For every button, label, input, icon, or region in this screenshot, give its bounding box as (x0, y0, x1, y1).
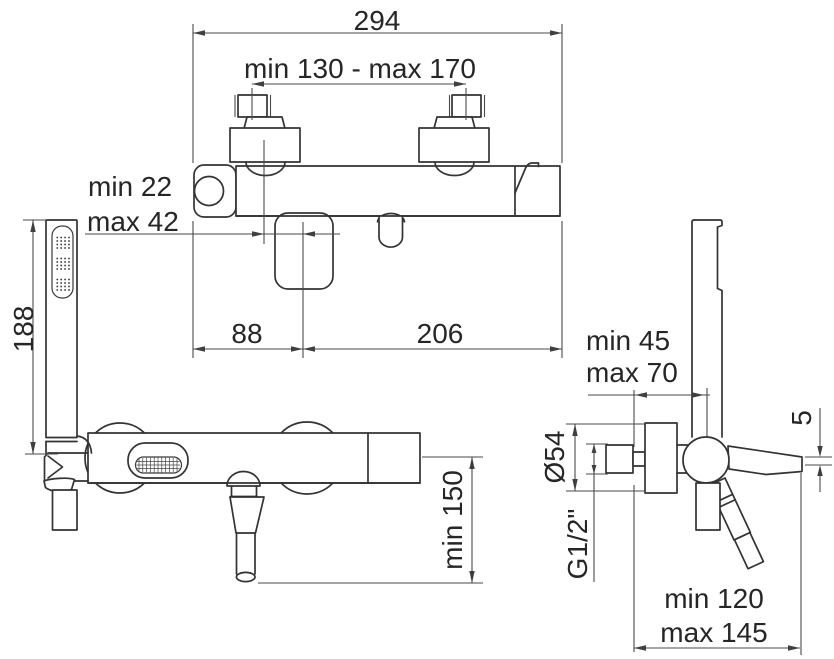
diverter-knob-front (378, 216, 404, 248)
dim-label-handshower-length: 188 (8, 306, 39, 353)
spray-face (51, 225, 74, 299)
eccentric-union-left (229, 94, 301, 163)
wall-inlet-fitting (605, 444, 634, 474)
union-collar-left (243, 116, 286, 130)
union-nut-left (229, 127, 301, 163)
escutcheon-flange (644, 422, 678, 494)
dim-lever-offset: 5 (786, 408, 832, 492)
dim-label-lever-offset: 5 (786, 410, 817, 426)
shower-outlet-nozzle (226, 470, 265, 583)
dim-label-spout-to-right: 206 (417, 318, 464, 349)
dim-label-overall-width: 294 (354, 5, 401, 36)
fitting-connector (632, 451, 646, 467)
side-view: min 45 max 70 Ø54 (539, 219, 832, 655)
shower-handle (51, 489, 78, 531)
dim-overall-width: 294 (192, 5, 563, 163)
holder-fillet (76, 435, 93, 454)
dim-label-flange-diameter: Ø54 (539, 431, 570, 484)
hand-shower-side (691, 219, 723, 438)
nozzle-outlet-rim (235, 571, 256, 583)
aerator-mesh-frame (134, 456, 183, 474)
dim-handshower-length: 188 (8, 219, 58, 455)
dim-wall-to-axis: min 45 max 70 (586, 325, 710, 398)
spout-front (274, 212, 334, 290)
dim-label-offset-max: max 42 (87, 206, 179, 237)
dim-clearance-below: min 150 (258, 456, 483, 584)
dim-inlet-centers: min 130 - max 170 (244, 53, 476, 120)
aerator-mesh (136, 457, 180, 473)
bottom-view: 188 min 150 (8, 219, 483, 584)
dim-label-inlet-centers: min 130 - max 170 (244, 53, 476, 84)
shower-stick (45, 219, 78, 439)
lever-handle-side (727, 445, 803, 476)
nozzle-cone (229, 496, 265, 534)
union-dome-right (434, 161, 475, 177)
lever-handle-front (514, 162, 540, 216)
dim-spout-position: 88 206 (192, 221, 563, 358)
dim-label-left-to-spout: 88 (231, 318, 262, 349)
shower-holder-bracket (43, 452, 89, 482)
dim-label-wall-to-axis-max: max 70 (586, 357, 678, 388)
eccentric-union-right (418, 94, 490, 163)
union-dome-left (245, 161, 286, 177)
dim-label-clearance-below: min 150 (437, 470, 468, 570)
dim-spout-offset: min 22 max 42 (85, 140, 340, 358)
dim-depth: min 120 max 145 (634, 473, 802, 655)
aerator-slot (127, 442, 189, 479)
front-view: 294 min 130 - max 170 min 22 max 42 (85, 5, 563, 358)
holder-notch (47, 455, 64, 479)
dim-label-depth-max: max 145 (660, 617, 767, 648)
dim-inlet-thread: G1/2" (562, 443, 608, 582)
union-collar-right (433, 116, 476, 130)
ball-joint (682, 436, 730, 484)
hand-shower (43, 219, 93, 531)
mixer-body-bar (235, 165, 561, 217)
dim-label-offset-min: min 22 (88, 171, 172, 202)
union-nut-right (418, 127, 490, 163)
dim-label-inlet-thread: G1/2" (562, 509, 593, 580)
spout-side (695, 482, 721, 531)
shower-holder-ring (193, 175, 225, 207)
dim-label-wall-to-axis-min: min 45 (586, 325, 670, 356)
dim-label-depth-min: min 120 (664, 583, 764, 614)
dim-flange-diameter: Ø54 (539, 423, 646, 492)
